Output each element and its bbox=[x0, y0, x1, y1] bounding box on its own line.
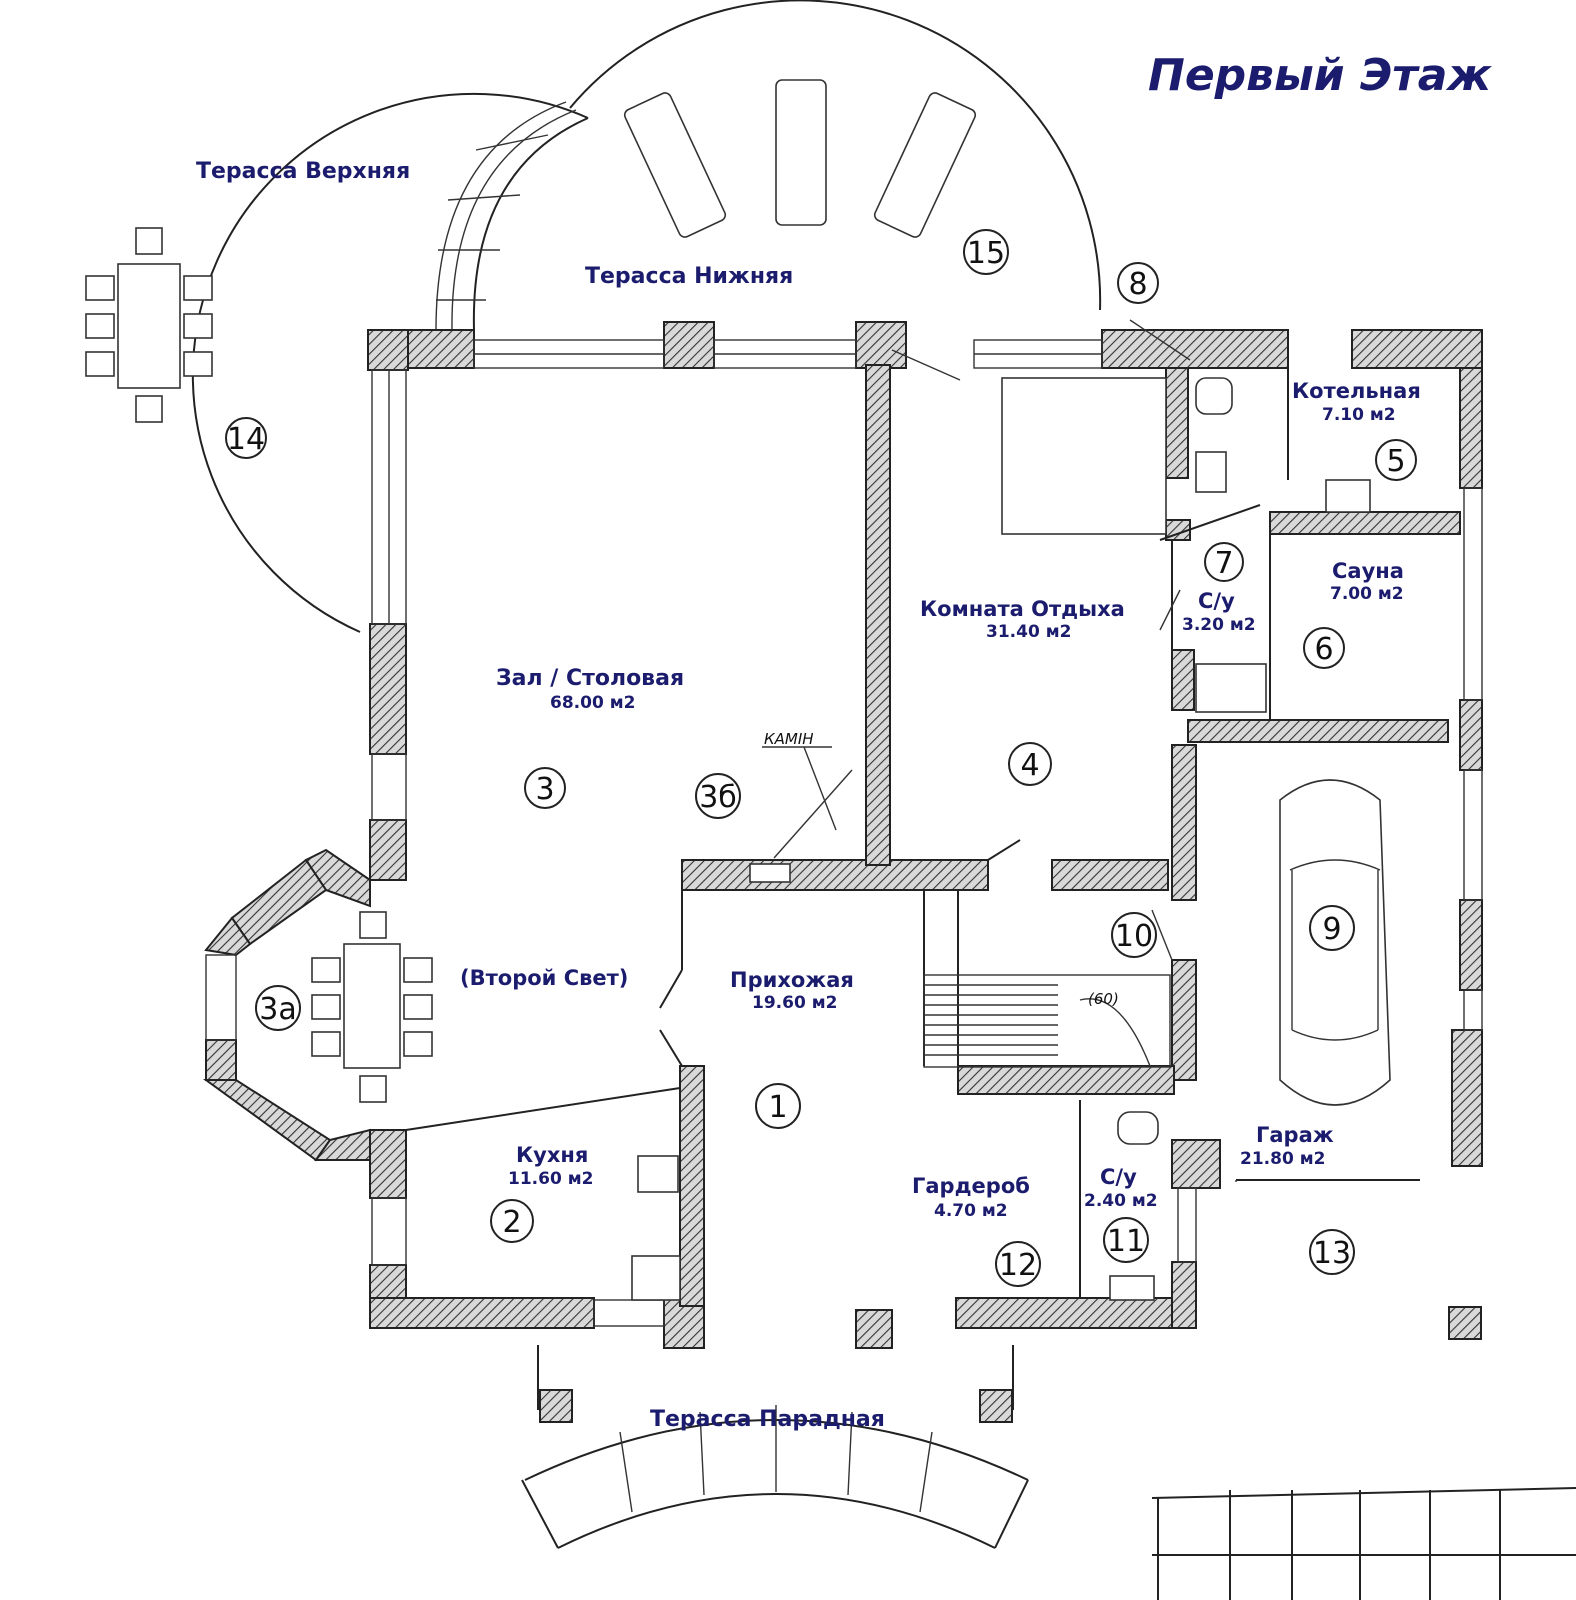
wc-11-label: С/у bbox=[1100, 1165, 1137, 1189]
wardrobe-area: 4.70 м2 bbox=[934, 1201, 1008, 1221]
terrace-dining-set bbox=[85, 227, 213, 423]
svg-text:3: 3 bbox=[535, 772, 554, 807]
svg-text:9: 9 bbox=[1322, 912, 1341, 947]
walls bbox=[202, 321, 1483, 1349]
svg-text:12: 12 bbox=[999, 1248, 1037, 1283]
page-title: Первый Этаж bbox=[1148, 50, 1492, 101]
wc-11-area: 2.40 м2 bbox=[1084, 1191, 1158, 1211]
lower-terrace-outline bbox=[569, 0, 1102, 311]
lounge-label: Комната Отдыха bbox=[920, 597, 1125, 621]
svg-text:3а: 3а bbox=[259, 992, 296, 1027]
svg-text:13: 13 bbox=[1313, 1236, 1351, 1271]
lower-terrace-label: Терасса Нижняя bbox=[585, 264, 793, 289]
room-number-3: 3 bbox=[524, 767, 566, 809]
interior-lines bbox=[405, 319, 1420, 1298]
entrance-area: 19.60 м2 bbox=[752, 993, 837, 1013]
svg-text:5: 5 bbox=[1386, 444, 1405, 479]
wc-7-area: 3.20 м2 bbox=[1182, 615, 1256, 635]
garage-label: Гараж bbox=[1256, 1123, 1334, 1147]
car-icon bbox=[1279, 779, 1391, 1106]
room-number-4: 4 bbox=[1008, 742, 1052, 786]
room-number-5: 5 bbox=[1375, 439, 1417, 481]
upper-terrace-label: Терасса Верхняя bbox=[196, 159, 410, 184]
room-number-3b: 3б bbox=[695, 773, 741, 819]
svg-text:15: 15 bbox=[967, 236, 1005, 271]
wardrobe-label: Гардероб bbox=[912, 1174, 1030, 1198]
svg-text:1: 1 bbox=[768, 1090, 787, 1125]
sun-loungers bbox=[623, 79, 977, 238]
room-number-15: 15 bbox=[963, 229, 1009, 275]
room-number-3a: 3а bbox=[255, 985, 301, 1031]
bay-dining-set bbox=[311, 911, 433, 1103]
second-light-label: (Второй Свет) bbox=[460, 966, 628, 990]
upper-terrace-outline bbox=[191, 92, 589, 633]
kitchen-area: 11.60 м2 bbox=[508, 1169, 593, 1189]
boiler-room-area: 7.10 м2 bbox=[1322, 405, 1396, 425]
front-terrace-outline bbox=[521, 1345, 1029, 1549]
room-number-1: 1 bbox=[755, 1083, 801, 1129]
svg-text:6: 6 bbox=[1314, 632, 1333, 667]
hall-label: Зал / Столовая bbox=[496, 666, 684, 691]
kitchen-label: Кухня bbox=[516, 1143, 588, 1167]
svg-text:11: 11 bbox=[1107, 1224, 1145, 1259]
fixtures bbox=[631, 377, 1371, 1301]
windows bbox=[205, 339, 1483, 1327]
entrance-label: Прихожая bbox=[730, 968, 854, 992]
staircase bbox=[923, 974, 1171, 1068]
room-number-10: 10 bbox=[1111, 912, 1157, 958]
title-block-grid bbox=[1151, 1487, 1576, 1600]
room-number-13: 13 bbox=[1309, 1229, 1355, 1275]
garage-area: 21.80 м2 bbox=[1240, 1149, 1325, 1169]
lounge-area: 31.40 м2 bbox=[986, 622, 1071, 642]
hall-area: 68.00 м2 bbox=[550, 693, 635, 713]
room-number-2: 2 bbox=[490, 1199, 534, 1243]
svg-text:7: 7 bbox=[1214, 546, 1233, 581]
room-number-6: 6 bbox=[1303, 627, 1345, 669]
svg-text:10: 10 bbox=[1115, 919, 1153, 954]
room-number-8: 8 bbox=[1117, 262, 1159, 304]
fireplace-note: КАМIН bbox=[764, 730, 814, 748]
room-number-11: 11 bbox=[1103, 1217, 1149, 1263]
svg-text:14: 14 bbox=[227, 422, 265, 457]
room-number-9: 9 bbox=[1309, 905, 1355, 951]
front-terrace-label: Терасса Парадная bbox=[650, 1407, 885, 1432]
room-number-14: 14 bbox=[225, 417, 267, 459]
sauna-area: 7.00 м2 bbox=[1330, 584, 1404, 604]
svg-text:8: 8 bbox=[1128, 267, 1147, 302]
sauna-label: Сауна bbox=[1332, 559, 1404, 583]
stair-angle-note: (60) bbox=[1088, 990, 1119, 1008]
svg-text:2: 2 bbox=[502, 1205, 521, 1240]
fireplace-pointer bbox=[749, 746, 853, 883]
room-number-7: 7 bbox=[1204, 542, 1244, 582]
wc-7-label: С/у bbox=[1198, 589, 1235, 613]
room-number-12: 12 bbox=[995, 1241, 1041, 1287]
boiler-room-label: Котельная bbox=[1292, 379, 1421, 403]
svg-text:3б: 3б bbox=[699, 780, 737, 815]
svg-text:4: 4 bbox=[1020, 748, 1039, 783]
